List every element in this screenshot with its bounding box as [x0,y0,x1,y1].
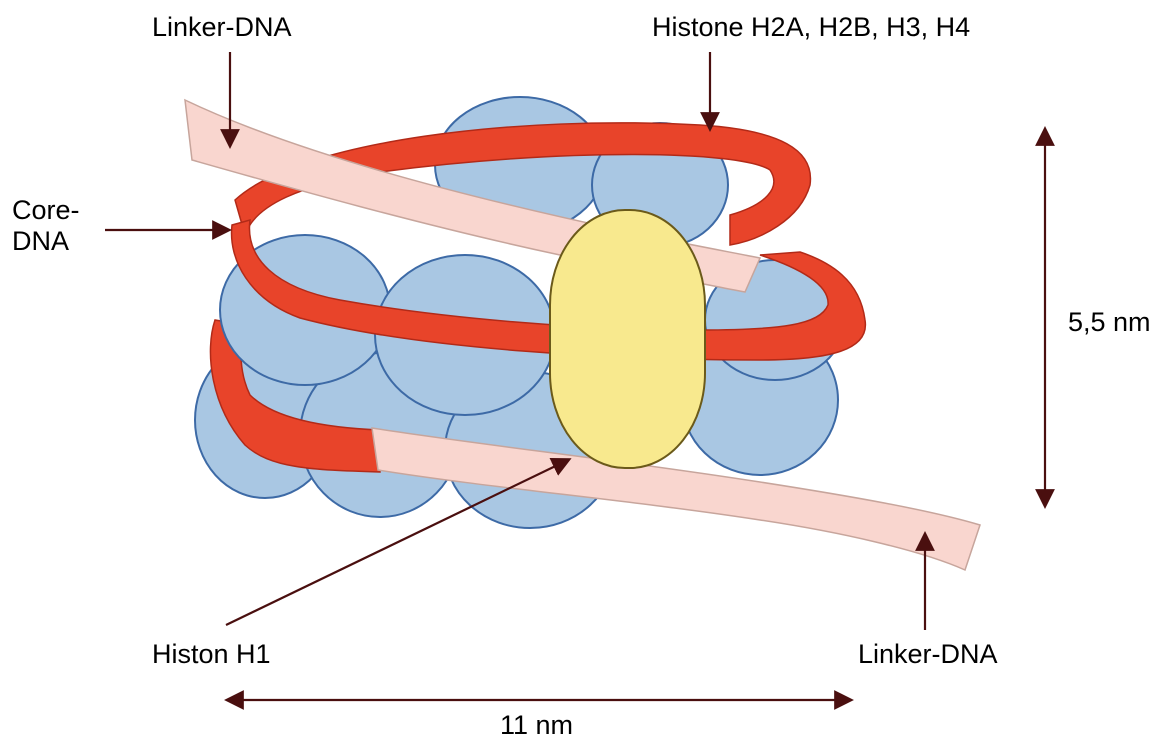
histone-h1 [550,210,705,468]
label-core-dna-line1: Core- [12,195,80,226]
label-height-dimension: 5,5 nm [1068,307,1151,338]
label-core-dna-line2: DNA [12,226,80,257]
label-linker-dna-top: Linker-DNA [152,12,292,43]
label-histone-h1: Histon H1 [152,639,271,670]
label-linker-dna-bottom: Linker-DNA [858,639,998,670]
label-histone-core: Histone H2A, H2B, H3, H4 [652,12,970,43]
label-width-dimension: 11 nm [500,710,573,741]
label-core-dna: Core- DNA [12,195,80,257]
